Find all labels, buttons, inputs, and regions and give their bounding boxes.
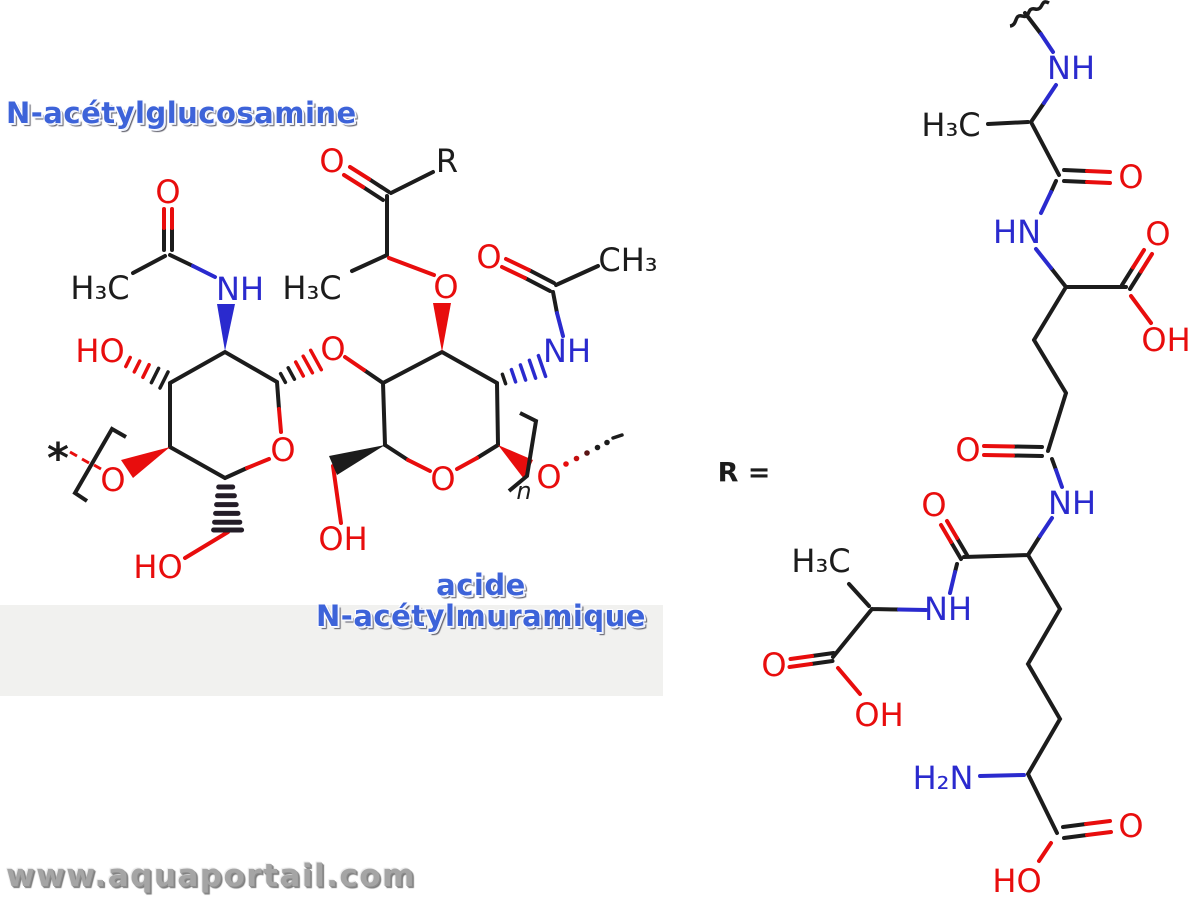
bonds-red	[787, 169, 1154, 863]
bonds-blue	[897, 32, 1064, 778]
bonds-black	[131, 170, 600, 480]
atom-h3c: H₃C	[791, 542, 850, 580]
atom-o: O	[319, 142, 344, 180]
atom-o: O	[155, 173, 180, 211]
bonds-red	[162, 165, 531, 560]
hashes-black	[149, 366, 508, 390]
atom-oh: OH	[1141, 321, 1190, 359]
polymer-asterisk: *	[47, 434, 69, 483]
r-equals-label: R =	[718, 458, 771, 489]
atom-h3c: H₃C	[282, 269, 341, 307]
disaccharide-bonds	[131, 165, 600, 560]
peptide-bonds	[787, 11, 1154, 863]
atom-o: O	[536, 458, 561, 496]
hash-wedges	[124, 348, 548, 533]
disaccharide-wedges	[121, 303, 533, 479]
atom-nh: NH	[216, 270, 264, 308]
dot	[604, 439, 610, 446]
atom-ch3: CH₃	[598, 241, 657, 279]
dot	[573, 455, 580, 462]
atom-o: O	[1145, 215, 1170, 253]
dot	[584, 450, 590, 456]
atom-ho: HO	[75, 332, 124, 370]
atom-r-attachment: R	[436, 142, 458, 180]
watermark-aquaportail: www.aquaportail.com	[6, 858, 416, 894]
wedge-lactyl-o	[433, 303, 451, 352]
atom-glycosidic-o: O	[320, 330, 345, 368]
wedge-c1-o	[498, 445, 533, 479]
atom-o: O	[921, 486, 946, 524]
atom-ring-o: O	[270, 431, 295, 469]
dot	[563, 461, 569, 467]
atom-o: O	[476, 238, 501, 276]
right-dotted-bond	[563, 433, 624, 467]
hashes-blue	[509, 353, 548, 384]
atom-o: O	[1118, 158, 1143, 196]
atom-o: O	[1118, 807, 1143, 845]
atom-ho: HO	[992, 862, 1041, 900]
atom-o: O	[955, 431, 980, 469]
gray-band	[0, 605, 663, 696]
label-acide-line1: acide	[436, 568, 526, 602]
atom-h2n: H₂N	[913, 759, 974, 797]
atom-oh: OH	[854, 696, 903, 734]
atom-o: O	[433, 268, 458, 306]
atom-nh: NH	[1048, 484, 1096, 522]
wedge-c4-o	[121, 447, 170, 478]
atom-nh: NH	[543, 332, 591, 370]
left-dashed-bond	[69, 450, 102, 471]
label-acide-line2: N-acétylmuramique	[316, 599, 646, 633]
label-n-acetylglucosamine: N-acétylglucosamine	[6, 96, 357, 130]
label-acide-n-acetylmuramique: acide N-acétylmuramique	[295, 570, 667, 632]
squiggle-attachment-bond	[1009, 0, 1050, 28]
atom-nh: NH	[924, 590, 972, 628]
wedge-nh-c2	[217, 304, 235, 351]
repeat-subscript-n: n	[516, 477, 531, 505]
bonds-blue	[191, 264, 565, 338]
atom-oh: OH	[318, 520, 367, 558]
dot-dash	[611, 433, 624, 440]
bonds-black	[809, 11, 1143, 840]
atom-ring-o: O	[430, 460, 455, 498]
atom-hn: HN	[993, 213, 1041, 251]
polymer-brackets	[72, 411, 539, 503]
bold-hashes-c6	[211, 484, 245, 533]
atom-h3c: H₃C	[70, 269, 129, 307]
atom-nh: NH	[1047, 49, 1095, 87]
atom-o: O	[761, 646, 786, 684]
atom-h3c: H₃C	[921, 106, 980, 144]
wedge-c5-ch2	[329, 445, 385, 475]
atom-ho: HO	[133, 548, 182, 586]
dot	[594, 444, 601, 451]
atom-labels: H₃C O NH HO O O O * HO O R H₃C O O CH₃ N…	[47, 49, 1191, 900]
atom-o: O	[100, 461, 125, 499]
hashes-red	[124, 348, 324, 380]
